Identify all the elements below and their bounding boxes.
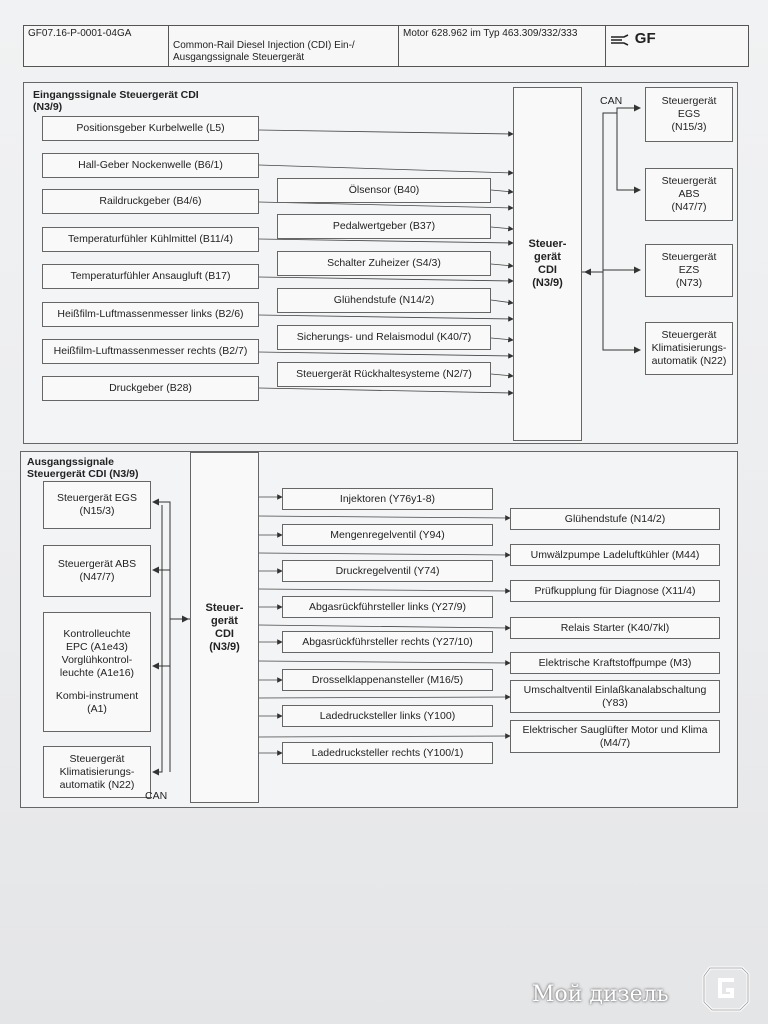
out-egs: Steuergerät EGS (N15/3) bbox=[43, 481, 151, 529]
act-fuel-pump: Elektrische Kraftstoffpumpe (M3) bbox=[510, 652, 720, 674]
can-climate-top: Steuergerät Klimatisierungs- automatik (… bbox=[645, 322, 733, 375]
can-abs-top: Steuergerät ABS (N47/7) bbox=[645, 168, 733, 221]
sensor-crankshaft: Positionsgeber Kurbelwelle (L5) bbox=[42, 116, 259, 141]
doc-id: GF07.16-P-0001-04GA bbox=[28, 28, 132, 39]
act-starter-relay: Relais Starter (K40/7kl) bbox=[510, 617, 720, 639]
outputs-section-title: Ausgangssignale Steuergerät CDI (N3/9) bbox=[27, 456, 139, 480]
sensor-intake-air-temp: Temperaturfühler Ansaugluft (B17) bbox=[42, 264, 259, 289]
restraint-system-ecu: Steuergerät Rückhaltesysteme (N2/7) bbox=[277, 362, 491, 387]
sensor-pedal: Pedalwertgeber (B37) bbox=[277, 214, 491, 239]
out-climate: Steuergerät Klimatisierungs- automatik (… bbox=[43, 746, 151, 798]
can-label-top: CAN bbox=[600, 95, 623, 107]
cluster-instrument: Kombi-instrument (A1) bbox=[55, 690, 139, 715]
act-injectors: Injektoren (Y76y1-8) bbox=[282, 488, 493, 510]
glow-output-stage-in: Glühendstufe (N14/2) bbox=[277, 288, 491, 313]
can-egs-top: Steuergerät EGS (N15/3) bbox=[645, 87, 733, 142]
act-throttle: Drosselklappenansteller (M16/5) bbox=[282, 669, 493, 691]
logo-text: GF bbox=[634, 30, 656, 47]
gf-logo-icon bbox=[610, 34, 632, 50]
act-boost-left: Ladedrucksteller links (Y100) bbox=[282, 705, 493, 727]
act-egr-right: Abgasrückführsteller rechts (Y27/10) bbox=[282, 631, 493, 653]
can-label-bottom: CAN bbox=[145, 790, 168, 802]
sensor-camshaft: Hall-Geber Nockenwelle (B6/1) bbox=[42, 153, 259, 178]
watermark-text: Мой дизель bbox=[532, 982, 669, 1007]
logo-cell: GF bbox=[605, 25, 749, 67]
ecu-cdi-inputs: Steuer- gerät CDI (N3/9) bbox=[513, 87, 582, 441]
doc-title: Common-Rail Diesel Injection (CDI) Ein-/… bbox=[173, 40, 355, 63]
doc-title-cell: Common-Rail Diesel Injection (CDI) Ein-/… bbox=[168, 25, 399, 67]
act-egr-left: Abgasrückführsteller links (Y27/9) bbox=[282, 596, 493, 618]
act-diagnostic-coupling: Prüfkupplung für Diagnose (X11/4) bbox=[510, 580, 720, 602]
switch-aux-heater: Schalter Zuheizer (S4/3) bbox=[277, 251, 491, 276]
out-abs: Steuergerät ABS (N47/7) bbox=[43, 545, 151, 597]
act-intake-switchover-valve: Umschaltventil Einlaßkanalabschaltung (Y… bbox=[510, 680, 720, 713]
act-pressure-valve: Druckregelventil (Y74) bbox=[282, 560, 493, 582]
sensor-coolant-temp: Temperaturfühler Kühlmittel (B11/4) bbox=[42, 227, 259, 252]
cluster-warning-lamps: Kontrolleuchte EPC (A1e43) Vorglühkontro… bbox=[59, 628, 135, 679]
engine-info: Motor 628.962 im Typ 463.309/332/333 bbox=[403, 28, 578, 39]
out-instrument-cluster: Kontrolleuchte EPC (A1e43) Vorglühkontro… bbox=[43, 612, 151, 732]
act-intercooler-pump: Umwälzpumpe Ladeluftkühler (M44) bbox=[510, 544, 720, 566]
doc-id-cell: GF07.16-P-0001-04GA bbox=[23, 25, 169, 67]
inputs-section-title: Eingangssignale Steuergerät CDI (N3/9) bbox=[33, 89, 199, 113]
sensor-rail-pressure: Raildruckgeber (B4/6) bbox=[42, 189, 259, 214]
watermark-logo-icon bbox=[700, 962, 752, 1014]
sensor-pressure: Druckgeber (B28) bbox=[42, 376, 259, 401]
ecu-cdi-outputs: Steuer- gerät CDI (N3/9) bbox=[190, 452, 259, 803]
act-glow-output-stage: Glühendstufe (N14/2) bbox=[510, 508, 720, 530]
act-boost-right: Ladedrucksteller rechts (Y100/1) bbox=[282, 742, 493, 764]
act-quantity-valve: Mengenregelventil (Y94) bbox=[282, 524, 493, 546]
act-suction-fan: Elektrischer Sauglüfter Motor und Klima … bbox=[510, 720, 720, 753]
sensor-maf-right: Heißfilm-Luftmassenmesser rechts (B2/7) bbox=[42, 339, 259, 364]
sensor-oil: Ölsensor (B40) bbox=[277, 178, 491, 203]
can-ezs: Steuergerät EZS (N73) bbox=[645, 244, 733, 297]
fuse-relay-module: Sicherungs- und Relaismodul (K40/7) bbox=[277, 325, 491, 350]
sensor-maf-left: Heißfilm-Luftmassenmesser links (B2/6) bbox=[42, 302, 259, 327]
engine-cell: Motor 628.962 im Typ 463.309/332/333 bbox=[398, 25, 606, 67]
